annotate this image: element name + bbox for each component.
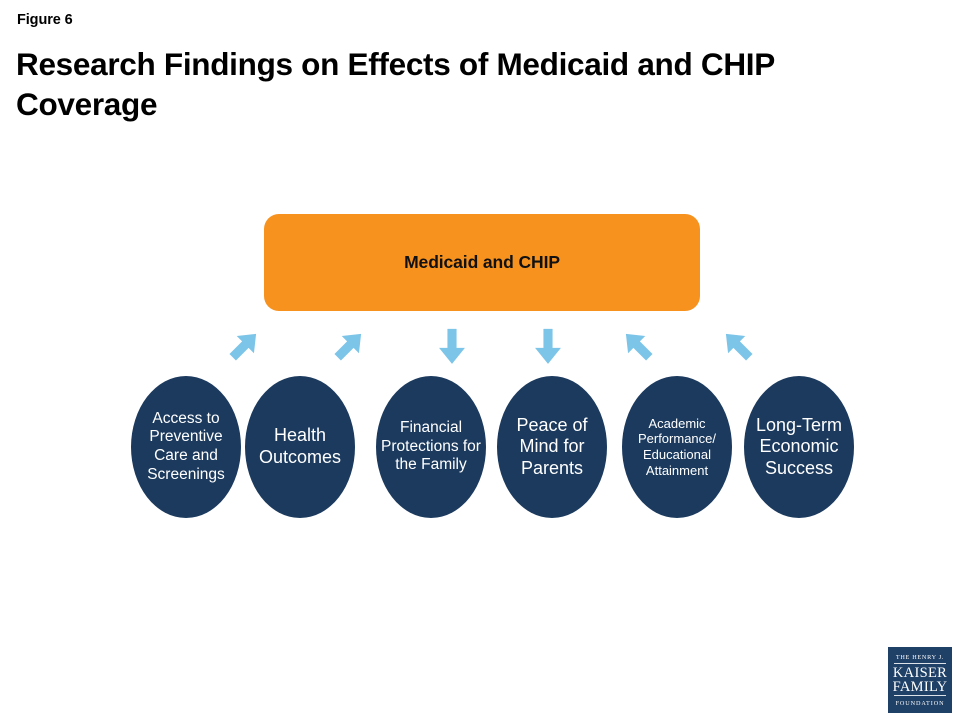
outcome-label-6: Long-Term Economic Success (755, 414, 843, 478)
outcome-circle-3: Financial Protections for the Family (376, 376, 486, 518)
logo-bottom-line: FOUNDATION (895, 699, 945, 707)
arrow-down-left-icon-2 (330, 326, 368, 366)
outcome-label-5: Academic Performance/ Educational Attain… (637, 415, 717, 478)
arrow-down-left-icon-1 (225, 326, 263, 366)
page-title: Research Findings on Effects of Medicaid… (16, 46, 775, 122)
logo-line-kaiser: KAISER (892, 664, 948, 681)
outcome-circle-4: Peace of Mind for Parents (497, 376, 607, 518)
logo-line-family: FAMILY (892, 678, 948, 695)
outcome-label-2: Health Outcomes (258, 425, 342, 467)
logo-divider-top (894, 662, 946, 664)
arrow-down-icon-1 (433, 326, 471, 366)
arrow-down-right-icon-2 (719, 326, 757, 366)
outcome-label-3: Financial Protections for the Family (381, 419, 481, 474)
outcome-label-4: Peace of Mind for Parents (516, 414, 588, 478)
arrow-down-right-icon-1 (619, 326, 657, 366)
outcome-circle-1: Access to Preventive Care and Screenings (131, 376, 241, 518)
logo-divider-bottom (894, 694, 946, 696)
arrow-down-icon-2 (529, 326, 567, 366)
outcome-label-1: Access to Preventive Care and Screenings (147, 409, 225, 483)
source-node-medicaid-chip: Medicaid and CHIP (264, 214, 700, 311)
logo-top-line: THE HENRY J. (895, 653, 945, 661)
outcome-circle-2: Health Outcomes (245, 376, 355, 518)
outcome-circle-5: Academic Performance/ Educational Attain… (622, 376, 732, 518)
kaiser-family-foundation-logo: THE HENRY J. KAISER FAMILY FOUNDATION (888, 647, 952, 713)
source-node-label: Medicaid and CHIP (404, 252, 560, 272)
figure-label: Figure 6 (17, 12, 73, 28)
outcome-circle-6: Long-Term Economic Success (744, 376, 854, 518)
